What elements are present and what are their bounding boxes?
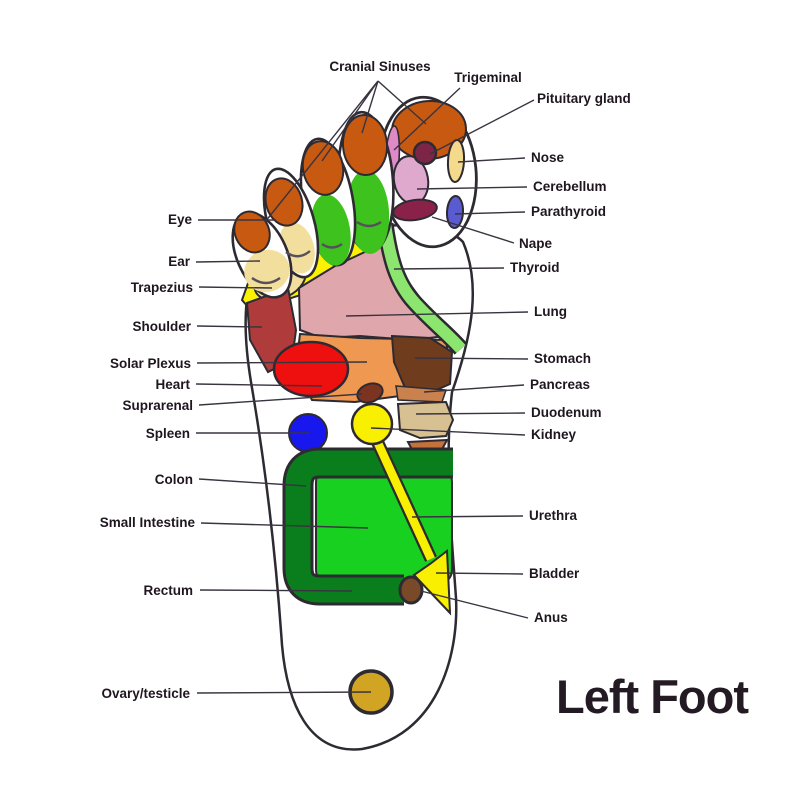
zone-toe2-web [346, 170, 390, 254]
toe-curl-detail [285, 250, 311, 258]
leader-line-colon [198, 478, 307, 487]
zone-thyroid [379, 223, 466, 353]
label-shoulder: Shoulder [132, 319, 191, 334]
leader-line-duodenum [415, 412, 526, 415]
leader-line-pancreas [423, 384, 525, 393]
zone-colon [285, 450, 453, 603]
label-pancreas: Pancreas [530, 377, 590, 392]
zone-anus [398, 575, 424, 605]
leader-line-trigeminal [393, 87, 461, 151]
label-stomach: Stomach [534, 351, 591, 366]
label-ovary-testicle: Ovary/testicle [101, 686, 190, 701]
leader-line-lung [345, 311, 529, 317]
leader-line-nose [457, 157, 526, 163]
label-kidney: Kidney [531, 427, 577, 442]
zone-toe3-tip [301, 140, 345, 196]
label-duodenum: Duodenum [531, 405, 602, 420]
leader-lines [195, 80, 535, 694]
leader-line-suprarenal [198, 393, 363, 406]
toe-curl-detail [356, 220, 382, 228]
toe-curl-detail [321, 242, 343, 249]
label-colon: Colon [155, 472, 193, 487]
zone-heart [272, 340, 350, 398]
leader-line-ovary-testicle [196, 691, 372, 694]
zone-toe4-tip [264, 177, 304, 227]
leader-line-parathyroid [454, 211, 526, 215]
label-anus: Anus [534, 610, 568, 625]
leader-line-stomach [414, 357, 529, 360]
label-nose: Nose [531, 150, 565, 165]
zone-suprarenal [356, 382, 384, 404]
leader-line-bladder [435, 572, 524, 575]
label-cerebellum: Cerebellum [533, 179, 607, 194]
leader-line-shoulder [196, 325, 263, 328]
leader-line-trapezius [198, 286, 273, 289]
label-parathyroid: Parathyroid [531, 204, 606, 219]
leader-line-heart [195, 383, 323, 387]
leader-line-solar-plexus [196, 361, 368, 364]
label-ear: Ear [168, 254, 191, 269]
label-lung: Lung [534, 304, 567, 319]
label-spleen: Spleen [146, 426, 190, 441]
zone-parathyroid [445, 195, 465, 229]
label-pituitary-gland: Pituitary gland [537, 91, 631, 106]
leader-line-urethra [411, 515, 524, 518]
leader-line-thyroid [393, 267, 505, 270]
zone-stomach [390, 334, 454, 394]
leader-line-nape [431, 216, 515, 244]
label-thyroid: Thyroid [510, 260, 560, 275]
leader-line-kidney [370, 427, 526, 436]
label-cranial-sinuses: Cranial Sinuses [329, 59, 430, 74]
toe-curl-detail [251, 277, 281, 285]
page-title: Left Foot [556, 670, 749, 723]
zone-bladder-arrow [412, 549, 452, 616]
labels: Cranial Sinuses Trigeminal Pituitary gla… [100, 59, 631, 701]
leader-line-anus [420, 590, 529, 619]
leader-line-ear [195, 260, 261, 263]
label-trigeminal: Trigeminal [454, 70, 522, 85]
zone-toe5-tip [233, 210, 271, 254]
label-heart: Heart [155, 377, 190, 392]
label-solar-plexus: Solar Plexus [110, 356, 191, 371]
leader-line-small-intestine [200, 522, 369, 529]
label-eye: Eye [168, 212, 193, 227]
leader-line-rectum [199, 589, 353, 592]
leader-line-cerebellum [416, 186, 528, 190]
leader-line-cranial-sinuses [264, 80, 427, 223]
leader-line-pituitary [429, 99, 535, 155]
label-rectum: Rectum [143, 583, 193, 598]
label-trapezius: Trapezius [131, 280, 193, 295]
zone-pituitary [412, 140, 438, 166]
zone-duodenum [396, 400, 455, 440]
zone-toe3-web [311, 194, 351, 266]
ureter-stem [373, 439, 435, 561]
zone-kidney [350, 402, 394, 446]
label-small-intestine: Small Intestine [100, 515, 196, 530]
label-nape: Nape [519, 236, 553, 251]
label-urethra: Urethra [529, 508, 578, 523]
label-suprarenal: Suprarenal [122, 398, 193, 413]
zone-toe2-tip [341, 114, 389, 176]
label-bladder: Bladder [529, 566, 580, 581]
